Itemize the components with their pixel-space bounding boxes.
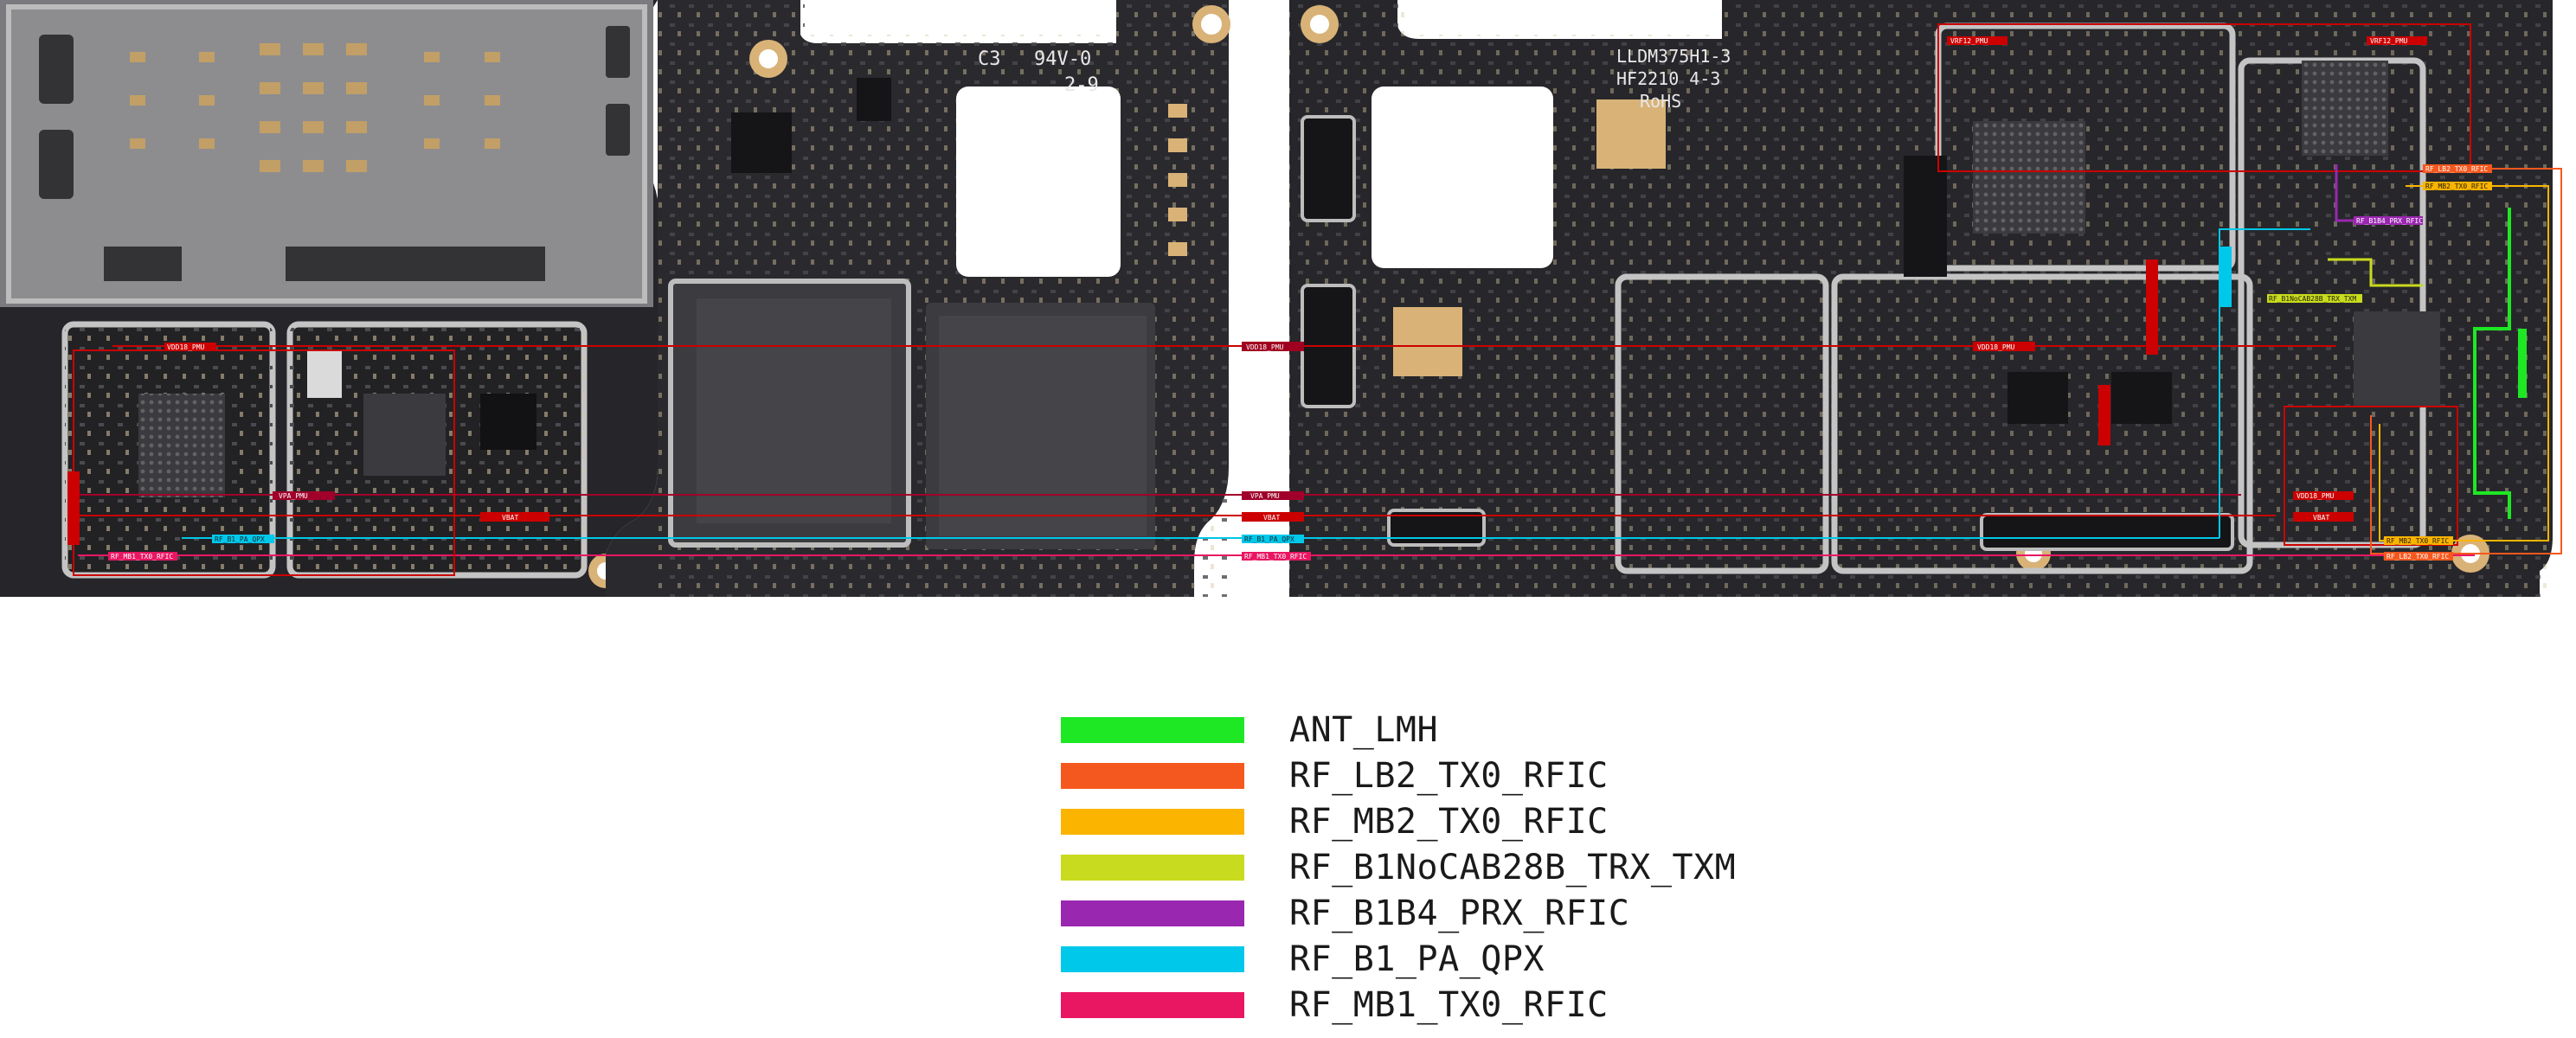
legend-label: RF_B1NoCAB28B_TRX_TXM: [1289, 848, 1737, 887]
legend-label: RF_MB1_TX0_RFIC: [1289, 985, 1609, 1025]
trace-ant-lmh-stub: [2518, 329, 2527, 398]
net-tag: RF_B1_PA_QPX: [215, 535, 265, 543]
trace-rf-b1nocab28b: [2328, 258, 2423, 287]
trace-rf-b1b4-prx: [2335, 164, 2354, 222]
legend-item: RF_B1_PA_QPX: [1061, 939, 1545, 979]
right-board: LLDM375H1-3 HF2210 4-3 RoHS: [1289, 0, 2553, 597]
board-markings-right: LLDM375H1-3 HF2210 4-3 RoHS: [1616, 46, 1731, 112]
net-tag: RF_MB1_TX0_RFIC: [1244, 553, 1307, 561]
marking-c3: C3: [978, 48, 1001, 70]
marking-lldm: LLDM375H1-3: [1616, 46, 1731, 67]
trace-right-marker-c: [2219, 247, 2232, 307]
trace-rf-lb2-tx0: [2370, 168, 2562, 554]
net-tag: RF_MB2_TX0_RFIC: [2386, 537, 2449, 545]
net-tag: RF_B1NoCAB28B_TRX_TXM: [2269, 295, 2356, 303]
trace-ant-lmh: [2473, 208, 2511, 519]
net-tag: VBAT: [2313, 514, 2329, 522]
legend-swatch: [1061, 900, 1244, 926]
net-tag: VDD18_PMU: [2297, 492, 2335, 500]
left-board: [0, 0, 658, 597]
net-tags: VDD18_PMU VDD18_PMU VDD18_PMU VDD18_PMU …: [108, 36, 2492, 561]
marking-hf2210: HF2210 4-3: [1616, 68, 1720, 89]
net-tag: RF_MB1_TX0_RFIC: [111, 553, 173, 561]
legend-item: RF_B1NoCAB28B_TRX_TXM: [1061, 848, 1737, 887]
center-board: C3 94V-0 2-9: [606, 0, 1230, 597]
board-markings-left: C3 94V-0 2-9: [978, 48, 1099, 96]
marking-94v0: 94V-0: [1034, 48, 1091, 70]
trace-right-marker-b: [2098, 385, 2110, 445]
trace-rf-b1-pa-qpx-riser: [2219, 228, 2310, 538]
legend-swatch: [1061, 809, 1244, 835]
net-tag: VBAT: [1263, 514, 1280, 522]
net-tag: RF_MB2_TX0_RFIC: [2425, 183, 2488, 190]
legend-label: ANT_LMH: [1289, 710, 1439, 750]
net-tag: VRF12_PMU: [1950, 37, 1988, 45]
legend-label: RF_MB2_TX0_RFIC: [1289, 802, 1609, 842]
net-tag: RF_B1_PA_QPX: [1244, 535, 1294, 543]
legend-item: ANT_LMH: [1061, 710, 1439, 750]
net-tag: RF_B1B4_PRX_RFIC: [2356, 217, 2423, 225]
net-tag: VDD18_PMU: [167, 343, 205, 351]
legend-item: RF_MB1_TX0_RFIC: [1061, 985, 1609, 1025]
net-tag: VDD18_PMU: [1246, 343, 1284, 351]
trace-box-right-top: [1937, 23, 2471, 172]
net-tag: RF_LB2_TX0_RFIC: [2425, 165, 2488, 173]
trace-right-marker-a: [2146, 260, 2158, 355]
net-tag: VRF12_PMU: [2370, 37, 2408, 45]
legend-swatch: [1061, 855, 1244, 881]
legend-label: RF_LB2_TX0_RFIC: [1289, 756, 1609, 796]
legend-item: RF_LB2_TX0_RFIC: [1061, 756, 1609, 796]
legend-swatch: [1061, 717, 1244, 743]
legend-swatch: [1061, 992, 1244, 1018]
marking-29: 2-9: [1064, 74, 1099, 96]
trace-rf-mb2-tx0: [2379, 185, 2549, 541]
net-tag: VBAT: [502, 514, 518, 522]
net-tag: VDD18_PMU: [1977, 343, 2015, 351]
legend-item: RF_MB2_TX0_RFIC: [1061, 802, 1609, 842]
marking-rohs: RoHS: [1640, 91, 1681, 112]
legend-swatch: [1061, 946, 1244, 972]
legend-label: RF_B1_PA_QPX: [1289, 939, 1545, 979]
legend-swatch: [1061, 763, 1244, 789]
net-tag: VPA_PMU: [1250, 492, 1280, 500]
legend-item: RF_B1B4_PRX_RFIC: [1061, 894, 1630, 933]
net-tag: VPA_PMU: [279, 492, 308, 500]
net-tag: RF_LB2_TX0_RFIC: [2386, 553, 2449, 561]
legend-label: RF_B1B4_PRX_RFIC: [1289, 894, 1630, 933]
trace-box-left: [73, 349, 455, 576]
trace-left-marker: [67, 471, 80, 545]
